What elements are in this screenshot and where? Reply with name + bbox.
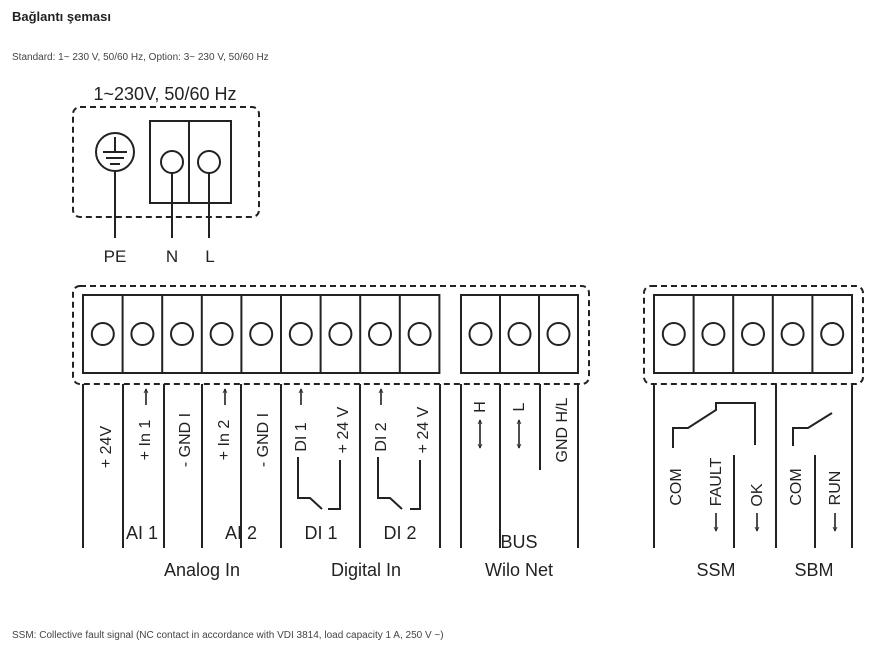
- label-bus-h: H: [472, 401, 489, 413]
- relay-strip-block: [653, 294, 853, 374]
- label-n: N: [166, 247, 178, 266]
- terminal-screw: [820, 322, 845, 346]
- label-24v: + 24V: [98, 426, 115, 469]
- power-heading: 1~230V, 50/60 Hz: [94, 84, 237, 104]
- relay-terminal-frame: [643, 285, 864, 385]
- group-ai1: AI 1: [126, 523, 158, 543]
- label-24v-b: + 24 V: [415, 406, 432, 453]
- label-di1-term: DI 1: [293, 422, 310, 451]
- terminal-strip-analog-digital: [82, 294, 441, 374]
- label-ok: OK: [749, 483, 766, 506]
- label-com-ssm: COM: [668, 468, 685, 505]
- di1-switch: [297, 457, 341, 510]
- label-run: RUN: [827, 471, 844, 506]
- group-sbm: SBM: [794, 560, 833, 580]
- label-com-sbm: COM: [788, 468, 805, 505]
- terminal-strip-relay: [653, 294, 853, 374]
- terminal-screw: [546, 322, 571, 346]
- ground-icon: [95, 132, 135, 238]
- label-di2-term: DI 2: [373, 422, 390, 451]
- sbm-relay-contact: [792, 412, 833, 446]
- label-in1: + In 1: [137, 420, 154, 461]
- terminal-screw: [701, 322, 726, 346]
- label-l: L: [205, 247, 214, 266]
- label-fault: FAULT: [708, 457, 725, 506]
- group-bus: BUS: [500, 532, 537, 552]
- group-wilo-net: Wilo Net: [485, 560, 553, 580]
- terminal-screw: [741, 322, 765, 346]
- label-24v-a: + 24 V: [335, 406, 352, 453]
- label-gnd-hl: GND H/L: [554, 397, 571, 462]
- terminal-screw-l: [197, 150, 221, 174]
- label-pe: PE: [104, 247, 127, 266]
- label-in2: + In 2: [216, 420, 233, 461]
- terminal-screw: [170, 322, 194, 346]
- terminal-strip-bus: [460, 294, 579, 374]
- group-analog-in: Analog In: [164, 560, 240, 580]
- di2-switch: [377, 457, 421, 510]
- group-ai2: AI 2: [225, 523, 257, 543]
- label-gnd-1: - GND I: [177, 413, 194, 467]
- terminal-screw: [407, 322, 432, 346]
- ssm-relay-contact: [672, 402, 756, 448]
- terminal-screw: [780, 322, 805, 346]
- terminal-screw: [328, 322, 353, 346]
- standard-text: Standard: 1~ 230 V, 50/60 Hz, Option: 3~…: [12, 52, 269, 63]
- label-gnd-2: - GND I: [255, 413, 272, 467]
- terminal-screw: [507, 322, 532, 346]
- group-di2: DI 2: [383, 523, 416, 543]
- terminal-screw: [468, 322, 493, 346]
- page-title: Bağlantı şeması: [12, 9, 111, 24]
- terminal-screw: [209, 322, 234, 346]
- terminal-screw: [368, 322, 392, 346]
- terminal-screw: [130, 322, 155, 346]
- terminal-screw: [288, 322, 313, 346]
- terminal-screw: [661, 322, 686, 346]
- power-terminal-block: [149, 120, 232, 204]
- footnote: SSM: Collective fault signal (NC contact…: [12, 630, 444, 641]
- group-ssm: SSM: [696, 560, 735, 580]
- main-strip-block: [82, 294, 441, 374]
- terminal-screw-n: [160, 150, 184, 174]
- label-bus-l: L: [511, 402, 528, 411]
- power-group-frame: [72, 106, 260, 218]
- terminal-screw: [90, 322, 115, 346]
- group-di1: DI 1: [304, 523, 337, 543]
- terminal-screw: [249, 322, 274, 346]
- main-terminal-frame: [72, 285, 590, 385]
- group-digital-in: Digital In: [331, 560, 401, 580]
- bus-strip-block: [460, 294, 579, 374]
